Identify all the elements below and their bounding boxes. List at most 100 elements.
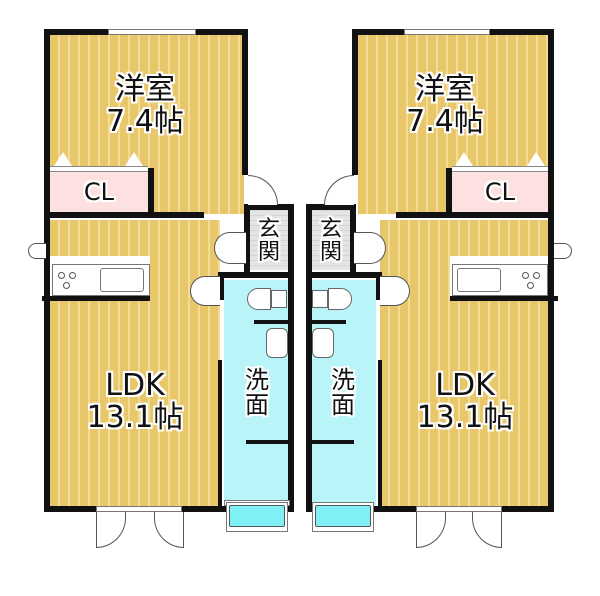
left-closet-door-marker: [125, 152, 143, 166]
right-front-door[interactable]: [472, 512, 502, 548]
wall: [396, 212, 554, 218]
wall: [490, 29, 554, 35]
right-closet-label: CL: [484, 178, 516, 206]
left-closet-label: CL: [83, 178, 115, 206]
entrance-char: 玄: [257, 217, 280, 242]
room-name: 洋室: [115, 72, 175, 107]
left-ldk-floor: [50, 300, 220, 506]
left-front-door[interactable]: [154, 512, 184, 548]
wall: [44, 29, 50, 511]
front-door-frame: [416, 506, 502, 512]
room-name: LDK: [105, 368, 165, 403]
washroom-char: 面: [331, 391, 355, 420]
wall: [306, 440, 354, 444]
wall: [242, 29, 248, 175]
kitchen-sink-icon: [100, 268, 144, 292]
toilet-tank-icon: [271, 290, 287, 308]
right-front-door[interactable]: [416, 512, 446, 548]
room-size: 13.1帖: [416, 399, 514, 435]
wall: [376, 272, 382, 300]
right-closet-door-strip: [452, 166, 548, 172]
right-washroom-label: 洗 面: [312, 366, 374, 420]
wash-basin-icon: [266, 328, 288, 358]
washroom-char: 面: [245, 391, 269, 420]
left-entrance-label: 玄 関: [250, 218, 288, 264]
wall: [306, 272, 382, 278]
front-door-frame: [96, 506, 182, 512]
room-size: 7.4帖: [406, 103, 484, 139]
wall: [352, 29, 404, 35]
wall: [288, 204, 294, 511]
right-bedroom-label: 洋室 7.4帖: [370, 74, 520, 137]
right-entrance-door[interactable]: [324, 175, 354, 205]
wall: [502, 506, 554, 512]
left-ldk-label: LDK 13.1帖: [60, 370, 210, 433]
wall: [450, 296, 558, 301]
left-entrance-floor: [250, 210, 288, 270]
room-size: 7.4帖: [106, 103, 184, 139]
toilet-icon: [328, 288, 352, 310]
wall: [218, 272, 224, 300]
room-name: 洋室: [415, 72, 475, 107]
wall: [246, 440, 294, 444]
right-toilet-door[interactable]: [380, 276, 410, 306]
window: [108, 29, 196, 35]
washroom-char: 洗: [331, 366, 355, 394]
right-ldk-label: LDK 13.1帖: [390, 370, 540, 433]
stove-burner-icon: [527, 282, 534, 289]
stove-burner-icon: [69, 272, 76, 279]
left-entrance-door[interactable]: [248, 175, 278, 205]
entrance-char: 関: [319, 240, 342, 266]
window: [404, 29, 490, 35]
wall: [218, 272, 294, 278]
left-washroom-floor: [224, 280, 290, 506]
room-size: 13.1帖: [86, 399, 184, 435]
left-ldk-floor: [50, 220, 220, 256]
wall: [306, 320, 346, 324]
right-entrance-label: 玄 関: [312, 218, 350, 264]
right-balcony-door[interactable]: [554, 243, 572, 259]
room-name: LDK: [435, 368, 495, 403]
left-front-door[interactable]: [96, 512, 126, 548]
right-washroom-floor: [310, 280, 376, 506]
right-closet-door-marker: [455, 152, 473, 166]
right-ldk-door[interactable]: [354, 232, 386, 264]
wall: [350, 204, 356, 274]
left-closet: [50, 172, 148, 212]
toilet-tank-icon: [312, 290, 328, 308]
wall: [244, 204, 294, 210]
wall: [44, 212, 204, 218]
wall: [196, 29, 248, 35]
toilet-icon: [247, 288, 271, 310]
wall: [548, 29, 554, 511]
left-bedroom-label: 洋室 7.4帖: [70, 74, 220, 137]
wall: [148, 168, 154, 216]
wall: [306, 204, 312, 511]
right-ldk-floor: [380, 220, 548, 256]
left-ldk-door[interactable]: [214, 232, 246, 264]
wall: [44, 29, 108, 35]
kitchen-sink-icon: [457, 268, 501, 292]
wall: [306, 204, 356, 210]
entrance-char: 玄: [319, 217, 342, 242]
washroom-char: 洗: [245, 366, 269, 394]
right-closet: [452, 172, 548, 212]
stove-burner-icon: [522, 272, 529, 279]
left-balcony-door[interactable]: [28, 243, 46, 259]
wall: [218, 360, 222, 510]
wall: [44, 506, 96, 512]
wall: [446, 168, 452, 216]
wall: [42, 296, 150, 301]
wall: [352, 29, 358, 175]
stove-burner-icon: [533, 272, 540, 279]
stove-burner-icon: [58, 272, 65, 279]
left-toilet-door[interactable]: [190, 276, 220, 306]
left-closet-door-marker: [54, 152, 72, 166]
bathtub-icon: [315, 505, 371, 527]
right-ldk-floor: [380, 300, 548, 506]
wall: [378, 360, 382, 510]
entrance-char: 関: [257, 240, 280, 266]
stove-burner-icon: [63, 282, 70, 289]
right-entrance-floor: [312, 210, 350, 270]
